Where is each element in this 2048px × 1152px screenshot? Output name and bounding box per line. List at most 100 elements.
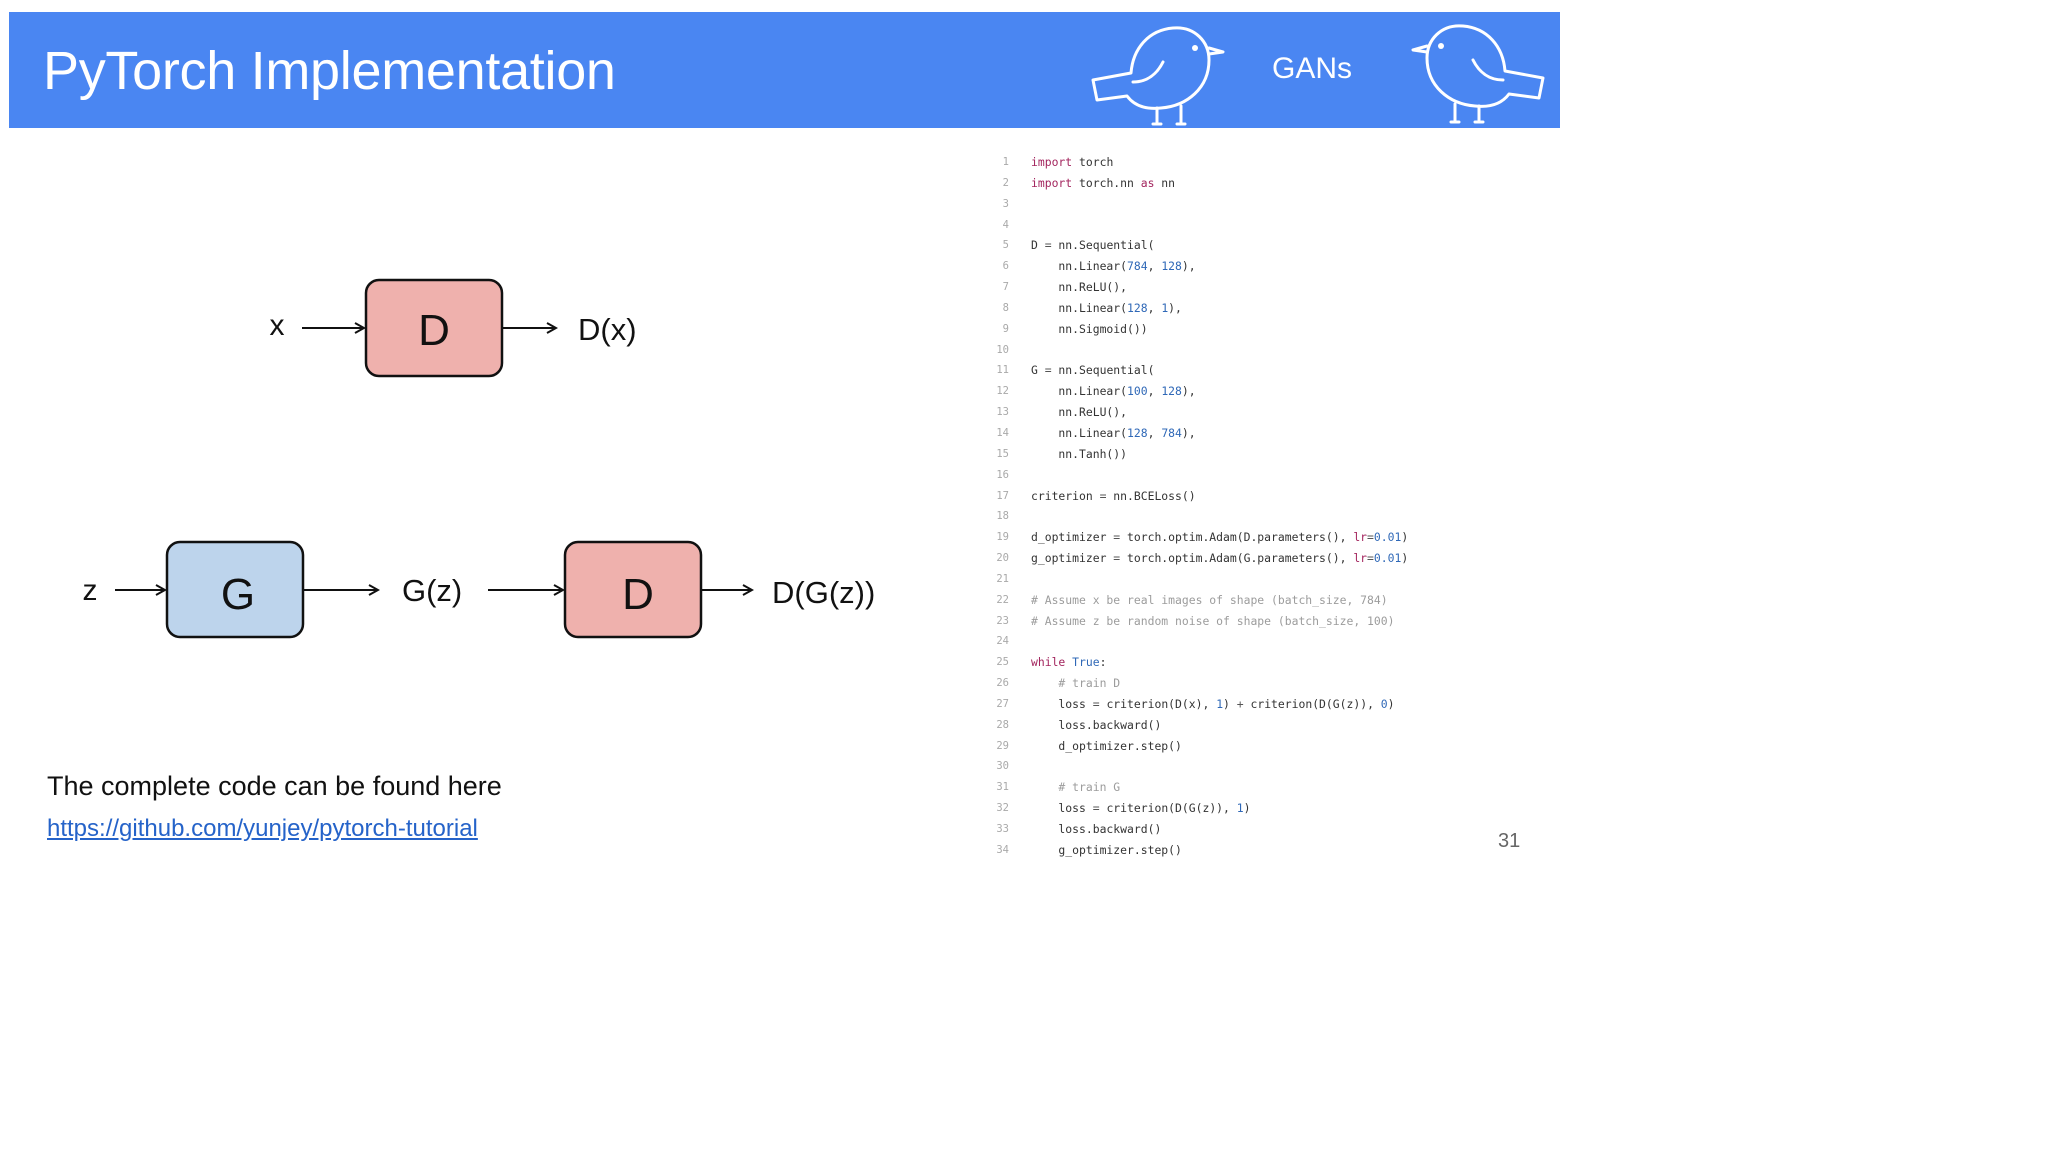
code-token: d_optimizer <box>1031 530 1114 545</box>
code-line: 12 nn.Linear(100, 128), <box>985 381 1525 402</box>
code-token: loss <box>1031 801 1093 816</box>
code-line: 4 <box>985 215 1525 236</box>
discriminator-output-label: D(x) <box>578 312 637 347</box>
input-x-label: x <box>270 309 285 342</box>
github-link[interactable]: https://github.com/yunjey/pytorch-tutori… <box>47 815 478 842</box>
code-line: 27 loss = criterion(D(x), 1) + criterion… <box>985 694 1525 715</box>
line-number: 20 <box>996 552 1009 565</box>
line-number: 14 <box>996 426 1009 439</box>
code-line: 24 <box>985 631 1525 652</box>
line-number: 27 <box>996 697 1009 710</box>
slide-header: PyTorch Implementation GANs <box>9 12 1560 128</box>
code-token: ) <box>1387 696 1395 711</box>
line-number: 2 <box>1002 176 1009 189</box>
code-token: loss.backward() <box>1031 822 1162 836</box>
code-token: g_optimizer.step() <box>1031 842 1182 857</box>
code-token: ), <box>1181 384 1196 399</box>
line-number: 29 <box>996 739 1009 752</box>
code-token: # Assume x be real images of shape (batc… <box>1031 592 1388 607</box>
line-number: 8 <box>1002 301 1009 314</box>
code-text: nn.Linear(100, 128), <box>1031 381 1196 402</box>
gan-diagram: x D D(x) z G G(z) D D(G(z)) <box>83 278 875 639</box>
code-line: 14 nn.Linear(128, 784), <box>985 423 1525 444</box>
code-line: 6 nn.Linear(784, 128), <box>985 256 1525 277</box>
topic-label: GANs <box>1272 52 1353 85</box>
code-token: 1 <box>1161 300 1169 315</box>
code-token: 784 <box>1161 425 1182 440</box>
code-text: d_optimizer.step() <box>1031 736 1181 757</box>
code-token: nn.ReLU(), <box>1031 405 1128 420</box>
code-token: ) <box>1243 801 1251 816</box>
line-number: 26 <box>996 677 1009 690</box>
code-token: 0.01 <box>1373 551 1402 566</box>
footer-caption: The complete code can be found here <box>47 771 502 801</box>
line-number: 11 <box>996 364 1009 377</box>
code-token: criterion(D(G(z)), <box>1099 801 1237 816</box>
code-text: g_optimizer = torch.optim.Adam(G.paramet… <box>1031 548 1408 569</box>
code-token: loss <box>1031 696 1093 711</box>
code-text: # train D <box>1031 673 1120 694</box>
line-number: 12 <box>996 385 1009 398</box>
code-token: nn.Linear( <box>1031 259 1128 274</box>
code-token: = <box>1092 696 1100 711</box>
code-token: torch.nn <box>1072 175 1141 190</box>
generator-output-label: G(z) <box>402 573 462 608</box>
code-token: = <box>1044 363 1052 378</box>
line-number: 19 <box>996 531 1009 544</box>
line-number: 13 <box>996 406 1009 419</box>
bird-icon <box>1091 26 1225 126</box>
code-token: 128 <box>1161 259 1182 274</box>
code-token: nn.BCELoss() <box>1106 488 1196 503</box>
code-text: loss = criterion(D(x), 1) + criterion(D(… <box>1031 694 1395 715</box>
code-text: G = nn.Sequential( <box>1031 360 1154 381</box>
code-token: 784 <box>1127 259 1148 274</box>
code-token: , <box>1147 384 1162 399</box>
code-token: criterion <box>1031 488 1100 503</box>
code-token: nn.Sequential( <box>1051 238 1155 253</box>
code-token: while <box>1031 655 1066 670</box>
code-line: 16 <box>985 465 1525 486</box>
code-token: import <box>1031 175 1073 190</box>
code-line: 29 d_optimizer.step() <box>985 736 1525 757</box>
code-line: 33 loss.backward() <box>985 819 1525 840</box>
code-token: 1 <box>1236 801 1244 816</box>
code-line: 18 <box>985 506 1525 527</box>
line-number: 28 <box>996 718 1009 731</box>
code-token: ), <box>1181 425 1196 440</box>
code-line: 22# Assume x be real images of shape (ba… <box>985 590 1525 611</box>
bird-icon <box>1411 24 1545 124</box>
code-token: ), <box>1181 259 1196 274</box>
code-token: G <box>1031 363 1045 378</box>
code-token: True <box>1072 655 1100 670</box>
code-token: # train G <box>1031 780 1121 795</box>
code-text: criterion = nn.BCELoss() <box>1031 486 1196 507</box>
code-token: nn.Linear( <box>1031 425 1128 440</box>
code-token: 128 <box>1127 300 1148 315</box>
code-text: D = nn.Sequential( <box>1031 235 1154 256</box>
line-number: 9 <box>1002 322 1009 335</box>
code-token: nn.Tanh()) <box>1031 446 1128 461</box>
code-text: nn.ReLU(), <box>1031 277 1127 298</box>
code-token: nn.Linear( <box>1031 384 1128 399</box>
final-output-label: D(G(z)) <box>772 575 875 610</box>
code-text: nn.ReLU(), <box>1031 402 1127 423</box>
code-token: = <box>1113 551 1121 566</box>
input-z-label: z <box>83 574 98 607</box>
discriminator-label: D <box>622 570 654 619</box>
code-line: 30 <box>985 756 1525 777</box>
code-line: 21 <box>985 569 1525 590</box>
code-token: = <box>1044 238 1052 253</box>
code-text: import torch.nn as nn <box>1031 173 1175 194</box>
code-text: import torch <box>1031 152 1113 173</box>
line-number: 31 <box>996 781 1009 794</box>
code-line: 9 nn.Sigmoid()) <box>985 319 1525 340</box>
line-number: 23 <box>996 614 1009 627</box>
slide-title: PyTorch Implementation <box>43 41 616 101</box>
line-number: 33 <box>996 823 1009 835</box>
code-token: torch.optim.Adam(G.parameters(), <box>1120 551 1354 566</box>
generator-label: G <box>221 570 255 619</box>
code-token: as <box>1140 175 1155 190</box>
code-text: # Assume x be real images of shape (batc… <box>1031 590 1388 611</box>
